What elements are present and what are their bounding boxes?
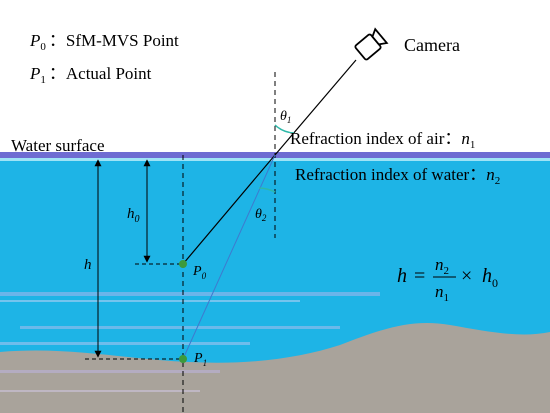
seabed bbox=[0, 322, 550, 413]
formula-lhs: h bbox=[397, 265, 407, 287]
legend-p1: P1：Actual Point bbox=[29, 64, 152, 86]
p0-label: P0 bbox=[192, 264, 207, 281]
h-label: h bbox=[84, 257, 92, 273]
water-surface-highlight bbox=[0, 158, 550, 161]
theta2-label: θ2 bbox=[255, 207, 267, 223]
formula-rhs: h0 bbox=[482, 265, 498, 290]
water-surface-label: Water surface bbox=[11, 136, 104, 155]
formula-numerator: n2 bbox=[435, 255, 449, 277]
refracted-ray bbox=[182, 154, 276, 360]
theta2-arc bbox=[258, 187, 276, 193]
camera-label: Camera bbox=[404, 35, 460, 55]
incident-ray bbox=[274, 59, 357, 156]
p0-point bbox=[179, 260, 187, 268]
theta1-label: θ1 bbox=[280, 109, 291, 125]
h0-label: h0 bbox=[127, 206, 140, 225]
formula-times: × bbox=[461, 265, 472, 287]
formula-equals: = bbox=[414, 265, 425, 287]
theta1-arc bbox=[274, 124, 295, 134]
formula-denominator: n1 bbox=[435, 282, 449, 304]
p1-point bbox=[179, 355, 187, 363]
camera-icon bbox=[354, 27, 389, 61]
p1-label: P1 bbox=[193, 351, 207, 368]
sediment-stripes bbox=[0, 292, 380, 392]
apparent-ray bbox=[182, 154, 276, 265]
refraction-water-label: Refraction index of water：n2 bbox=[295, 165, 500, 187]
legend-p0: P0：SfM-MVS Point bbox=[29, 31, 179, 53]
refraction-air-label: Refraction index of air：n1 bbox=[290, 129, 475, 151]
refraction-formula: h = n2 n1 × h0 bbox=[397, 255, 498, 304]
